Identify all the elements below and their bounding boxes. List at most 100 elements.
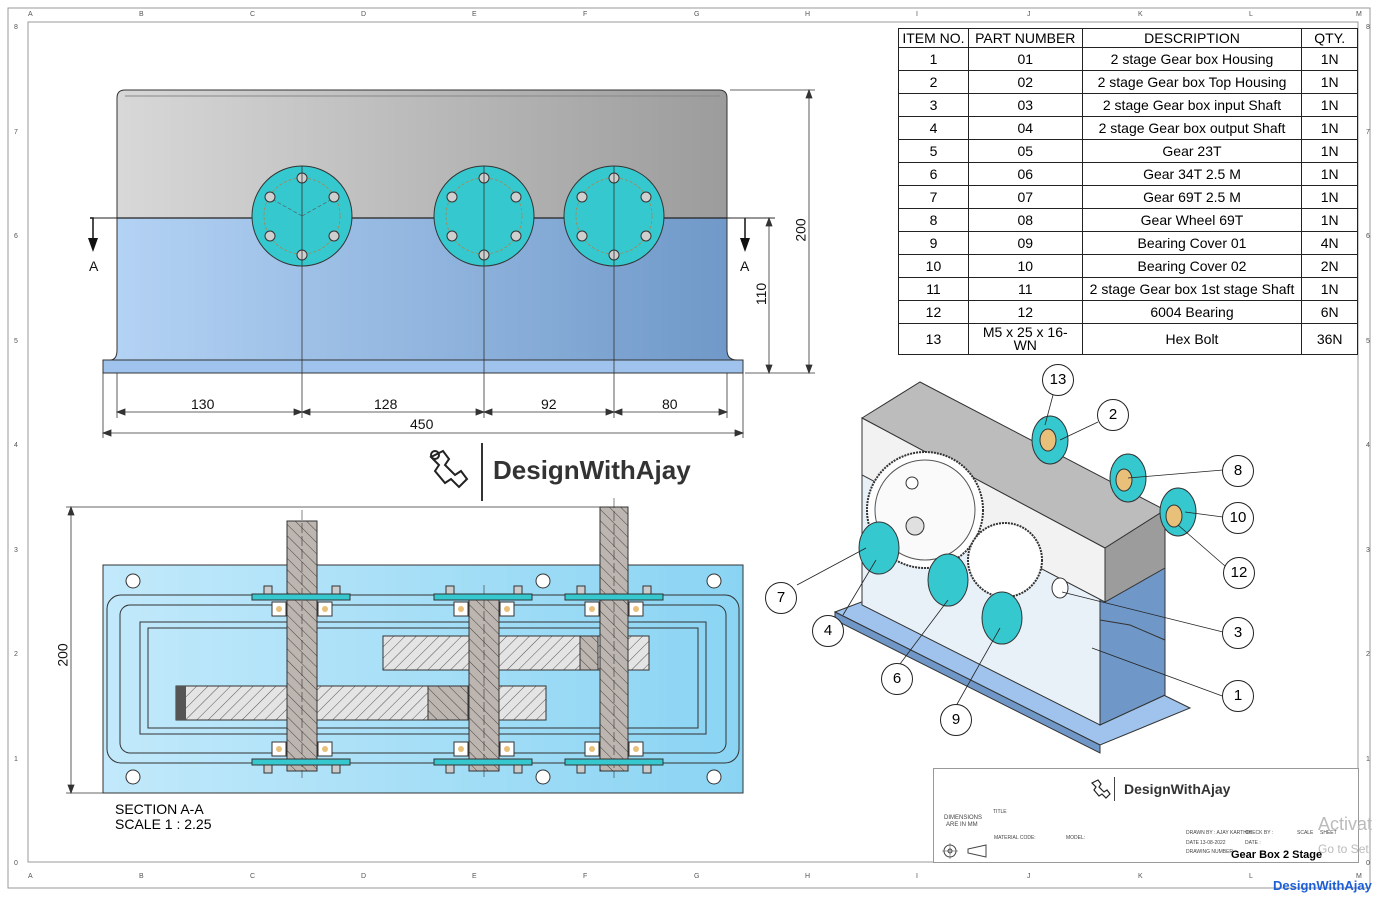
balloon-9: 9 — [940, 704, 972, 736]
bom-description: Bearing Cover 02 — [1081, 254, 1303, 278]
section-marker-left: A — [89, 258, 99, 274]
dim-130: 130 — [191, 396, 215, 412]
zone-row-6-left: 6 — [14, 233, 18, 240]
dim-450: 450 — [410, 416, 434, 432]
drawing-number-label: DRAWING NUMBER — [1186, 849, 1234, 855]
bom-part-number: 03 — [967, 93, 1083, 117]
bom-header-part: PART NUMBER — [967, 28, 1083, 48]
zone-col-I-top: I — [916, 11, 918, 18]
dim-128: 128 — [374, 396, 398, 412]
drawing-title: Gear Box 2 Stage — [1231, 849, 1323, 861]
zone-row-8-left: 8 — [14, 24, 18, 31]
bom-description: 6004 Bearing — [1081, 300, 1303, 324]
bom-qty: 1N — [1301, 162, 1358, 186]
zone-row-0-left: 0 — [14, 860, 18, 867]
section-scale: SCALE 1 : 2.25 — [115, 816, 212, 832]
balloon-8: 8 — [1222, 455, 1254, 487]
title-label: TITLE — [993, 809, 1007, 815]
base-plate — [102, 359, 744, 374]
balloon-10: 10 — [1222, 502, 1254, 534]
watermark-line2: Go to Set — [1318, 842, 1369, 856]
zone-col-E-top: E — [472, 11, 477, 18]
bom-description: Hex Bolt — [1081, 323, 1303, 355]
balloon-6: 6 — [881, 663, 913, 695]
bom-part-number: 02 — [967, 70, 1083, 94]
front-view — [88, 88, 815, 438]
bom-part-number: 01 — [967, 47, 1083, 71]
bom-item-no: 13 — [898, 323, 969, 355]
bom-part-number: 12 — [967, 300, 1083, 324]
zone-col-M-top: M — [1356, 11, 1362, 18]
zone-row-1-left: 1 — [14, 755, 18, 763]
balloon-3: 3 — [1222, 617, 1254, 649]
bom-description: 2 stage Gear box output Shaft — [1081, 116, 1303, 140]
bom-description: 2 stage Gear box Housing — [1081, 47, 1303, 71]
section-arrow-right — [740, 238, 750, 252]
bom-qty: 36N — [1301, 323, 1358, 355]
footer-brand: DesignWithAjay — [1273, 878, 1372, 893]
scale-label: SCALE — [1297, 830, 1314, 836]
bom-item-no: 8 — [898, 208, 969, 232]
wrench-hand-icon — [429, 449, 469, 489]
zone-col-H-top: H — [805, 11, 811, 18]
model-label: MODEL: — [1066, 835, 1086, 841]
zone-row-4-left: 4 — [14, 442, 18, 449]
zone-row-2-left: 2 — [14, 651, 18, 658]
bom-item-no: 3 — [898, 93, 969, 117]
section-view — [66, 498, 744, 795]
bom-qty: 1N — [1301, 185, 1358, 209]
inner-border — [27, 21, 1359, 863]
zone-row-4-right: 4 — [1366, 442, 1370, 449]
bom-header-item: ITEM NO. — [898, 28, 969, 48]
zone-row-6-right: 6 — [1366, 233, 1370, 240]
bom-qty: 4N — [1301, 231, 1358, 255]
checked-by: CHECK BY : — [1245, 830, 1274, 836]
bom-qty: 2N — [1301, 254, 1358, 278]
zone-col-H-bottom: H — [805, 873, 811, 880]
zone-col-G-top: G — [694, 11, 700, 18]
bom-qty: 1N — [1301, 139, 1358, 163]
bom-description: 2 stage Gear box Top Housing — [1081, 70, 1303, 94]
bom-header-qty: QTY. — [1301, 28, 1358, 48]
zone-col-J-bottom: J — [1027, 873, 1031, 880]
bom-qty: 1N — [1301, 116, 1358, 140]
zone-row-7-left: 7 — [14, 128, 18, 136]
date-label: DATE — [1186, 840, 1199, 846]
bom-qty: 1N — [1301, 93, 1358, 117]
dim-200-front: 200 — [792, 218, 809, 242]
balloon-7: 7 — [765, 582, 797, 614]
bom-description: 2 stage Gear box 1st stage Shaft — [1081, 277, 1303, 301]
zone-row-3-right: 3 — [1366, 546, 1370, 554]
dim-92: 92 — [541, 396, 557, 412]
zone-col-C-top: C — [250, 11, 256, 18]
brand-name: DesignWithAjay — [493, 455, 691, 485]
zone-col-A-top: A — [28, 11, 33, 18]
balloon-4: 4 — [812, 615, 844, 647]
zone-col-G-bottom: G — [694, 873, 700, 880]
bom-qty: 1N — [1301, 47, 1358, 71]
bom-qty: 1N — [1301, 277, 1358, 301]
zone-col-C-bottom: C — [250, 873, 256, 880]
zone-col-F-bottom: F — [583, 873, 588, 880]
title-block: DesignWithAjay DIMENSIONS ARE IN MM TITL… — [933, 768, 1359, 863]
bom-part-number: 09 — [967, 231, 1083, 255]
sheet-label: SHEET — [1320, 830, 1337, 836]
bom-description: Gear 34T 2.5 M — [1081, 162, 1303, 186]
bom-header-row: ITEM NO. PART NUMBER DESCRIPTION QTY. — [898, 28, 1358, 48]
balloon-12: 12 — [1223, 557, 1255, 589]
bom-header-description: DESCRIPTION — [1081, 28, 1303, 48]
zone-col-M-bottom: M — [1356, 873, 1362, 880]
dim-200-section: 200 — [54, 643, 71, 667]
dimensions-note-1: DIMENSIONS — [944, 815, 983, 821]
